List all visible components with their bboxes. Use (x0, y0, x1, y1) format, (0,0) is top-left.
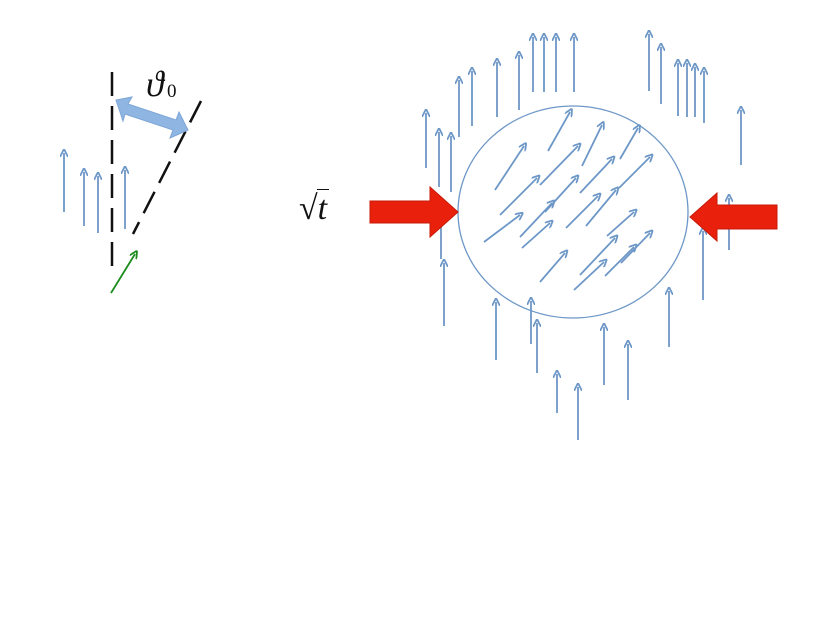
left-compression-arrow (369, 185, 459, 239)
spin-arrow (579, 159, 612, 194)
sqrt-t-label: √t (299, 189, 330, 227)
left-spin-arrows (64, 153, 125, 233)
radical-sign: √ (299, 190, 318, 227)
angle-double-arrow (115, 96, 189, 139)
spin-arrow (519, 203, 552, 238)
spin-arrow (606, 212, 634, 237)
spin-arrow (539, 253, 565, 283)
spin-arrow (585, 190, 616, 227)
spin-arrow (499, 178, 537, 216)
spin-arrow (565, 196, 598, 229)
spin-arrow (618, 157, 650, 189)
right-compression-arrow (689, 191, 778, 243)
spin-arrow (547, 112, 570, 152)
spin-arrow (619, 128, 638, 160)
spin-arrow (620, 233, 650, 264)
angle-diagram (64, 72, 203, 294)
angle-label: ϑ (146, 64, 164, 104)
tilted-dashed-line (131, 100, 203, 235)
radicand: t (316, 189, 330, 227)
angle-subscript: 0 (167, 81, 177, 102)
spin-arrow (579, 238, 615, 276)
spin-arrow (581, 125, 602, 167)
inner-spin-arrows (483, 112, 650, 291)
spin-arrow (573, 262, 604, 291)
spin-arrow (483, 215, 520, 243)
spin-arrow (604, 247, 634, 277)
probe-arrow (110, 254, 135, 294)
spin-arrow (544, 178, 576, 213)
spin-arrow (539, 146, 578, 186)
spin-arrow (494, 146, 524, 191)
domain-circle (457, 105, 689, 319)
spin-arrow (521, 223, 550, 249)
domain-diagram (369, 34, 778, 440)
outer-spin-arrows (426, 34, 741, 440)
